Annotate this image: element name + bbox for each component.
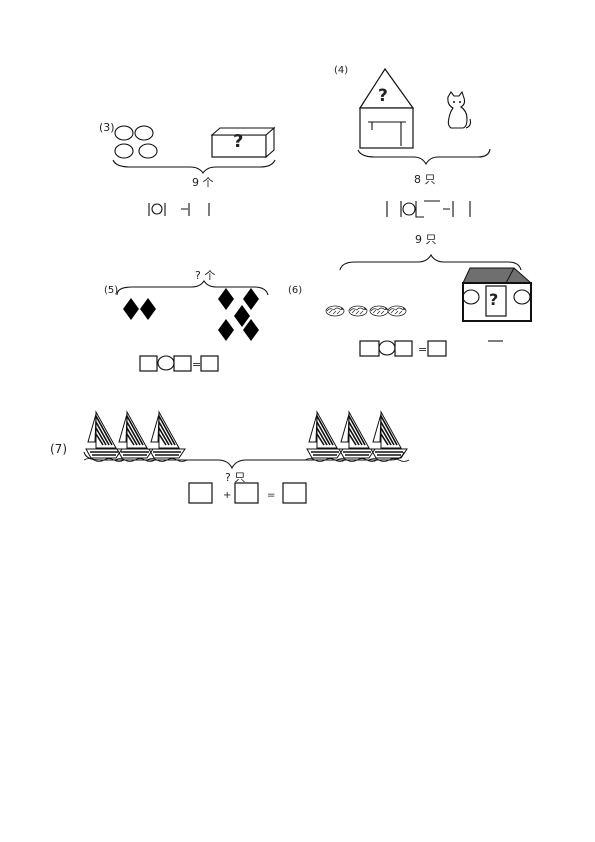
unknown-mark: ? (489, 290, 498, 309)
problem-number: (7) (50, 442, 67, 456)
total-brace (116, 280, 269, 296)
problem-7: (7) ? 只 + = (50, 411, 410, 504)
covered-box: ? (210, 126, 276, 159)
equation-blanks: = (139, 355, 219, 372)
cat-icon (447, 90, 472, 129)
problem-6: (6) 9 只 ? = (288, 233, 533, 357)
total-brace (112, 159, 276, 174)
equation-blanks: = (359, 340, 447, 357)
problem-number: (4) (334, 65, 348, 76)
equation-blanks (386, 200, 471, 218)
total-label: 9 个 (192, 176, 214, 189)
unknown-mark: ? (378, 86, 388, 106)
total-label: 9 只 (415, 233, 437, 246)
diamond-group-right (218, 288, 259, 341)
problem-number: (3) (99, 121, 115, 134)
equals-sign: = (267, 490, 275, 501)
sailboat-group-left (83, 411, 188, 463)
unknown-mark: ? (233, 131, 243, 152)
problem-5: (5) ? 个 = (104, 269, 269, 372)
sailboat-group-right (304, 411, 410, 463)
problem-4: (4) ? 8 只 (334, 65, 491, 218)
house-with-roof: ? (462, 267, 533, 322)
equation-blanks: + = (188, 482, 307, 504)
bird-row (325, 305, 407, 317)
total-label: ? 只 (225, 471, 245, 484)
problem-number: (6) (288, 285, 302, 296)
total-label: ? 个 (195, 269, 215, 282)
equals-sign: = (192, 358, 201, 371)
total-brace (83, 451, 405, 470)
problem-number: (5) (104, 285, 118, 296)
house-with-roof: ? (358, 67, 415, 149)
plus-sign: + (223, 490, 231, 501)
total-brace (357, 148, 491, 166)
equation-blanks (148, 203, 210, 216)
diamond-group-left (123, 298, 156, 320)
problem-3: (3) ? 9 个 (99, 121, 276, 216)
circle-group (114, 125, 158, 159)
total-brace (339, 253, 522, 271)
equals-sign: = (418, 343, 427, 356)
total-label: 8 只 (414, 173, 436, 186)
